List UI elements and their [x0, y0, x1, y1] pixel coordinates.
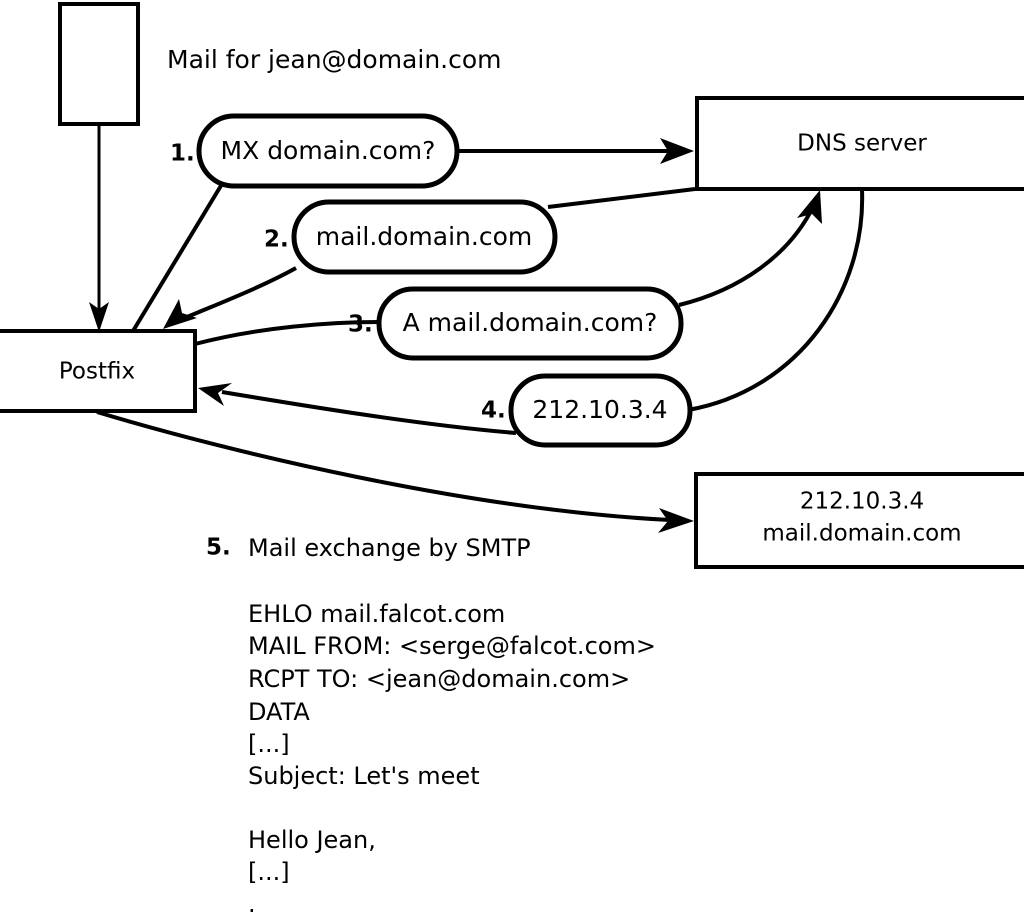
edge-step3-to-dns	[678, 190, 822, 307]
transcript-line: Subject: Let's meet	[248, 762, 480, 790]
transcript-line: [...]	[248, 858, 290, 886]
bubble-step-4-label: 212.10.3.4	[532, 395, 667, 424]
node-postfix-box: Postfix	[0, 329, 197, 413]
node-dns-box: DNS server	[695, 96, 1024, 191]
transcript-line: RCPT TO: <jean@domain.com>	[248, 665, 630, 693]
node-mailserver-box: 212.10.3.4 mail.domain.com	[694, 472, 1024, 569]
node-dns-label: DNS server	[797, 131, 927, 157]
step-number-3: 3.	[348, 312, 373, 338]
transcript-line: .	[248, 890, 256, 918]
smtp-transcript: EHLO mail.falcot.com MAIL FROM: <serge@f…	[248, 600, 656, 918]
edge-postfix-to-step3	[194, 320, 381, 346]
edge-step2-to-postfix	[163, 266, 297, 329]
edge-dns-to-step4	[687, 189, 865, 412]
bubble-step-4: 212.10.3.4	[508, 373, 693, 448]
transcript-line: DATA	[248, 698, 310, 726]
bubble-step-1: MX domain.com?	[196, 113, 460, 189]
node-postfix-label: Postfix	[59, 359, 135, 385]
transcript-line: [...]	[248, 730, 290, 758]
transcript-line: MAIL FROM: <serge@falcot.com>	[248, 632, 656, 660]
edge-dns-to-step2	[547, 187, 696, 209]
edge-step1-to-dns	[458, 138, 694, 164]
node-mailserver-hostname: mail.domain.com	[762, 521, 961, 547]
step-number-1: 1.	[170, 141, 195, 167]
bubble-step-1-label: MX domain.com?	[221, 136, 436, 165]
bubble-step-2-label: mail.domain.com	[316, 222, 532, 251]
step-number-5: 5.	[206, 535, 231, 561]
page-title: Mail for jean@domain.com	[167, 45, 502, 74]
bubble-step-3: A mail.domain.com?	[376, 286, 684, 361]
node-sender-box	[58, 2, 140, 126]
transcript-line: EHLO mail.falcot.com	[248, 600, 505, 628]
bubble-step-2: mail.domain.com	[291, 199, 558, 275]
step-5-label: Mail exchange by SMTP	[248, 534, 531, 562]
step-number-2: 2.	[264, 227, 289, 253]
node-mailserver-ip: 212.10.3.4	[800, 489, 924, 515]
edge-sender-to-postfix	[89, 126, 109, 332]
step-number-4: 4.	[481, 398, 506, 424]
edge-step4-to-postfix	[198, 383, 517, 435]
edge-step1-to-postfix	[131, 182, 224, 333]
transcript-line: Hello Jean,	[248, 826, 376, 854]
edge-postfix-to-mailserver	[96, 410, 694, 533]
bubble-step-3-label: A mail.domain.com?	[403, 308, 658, 337]
